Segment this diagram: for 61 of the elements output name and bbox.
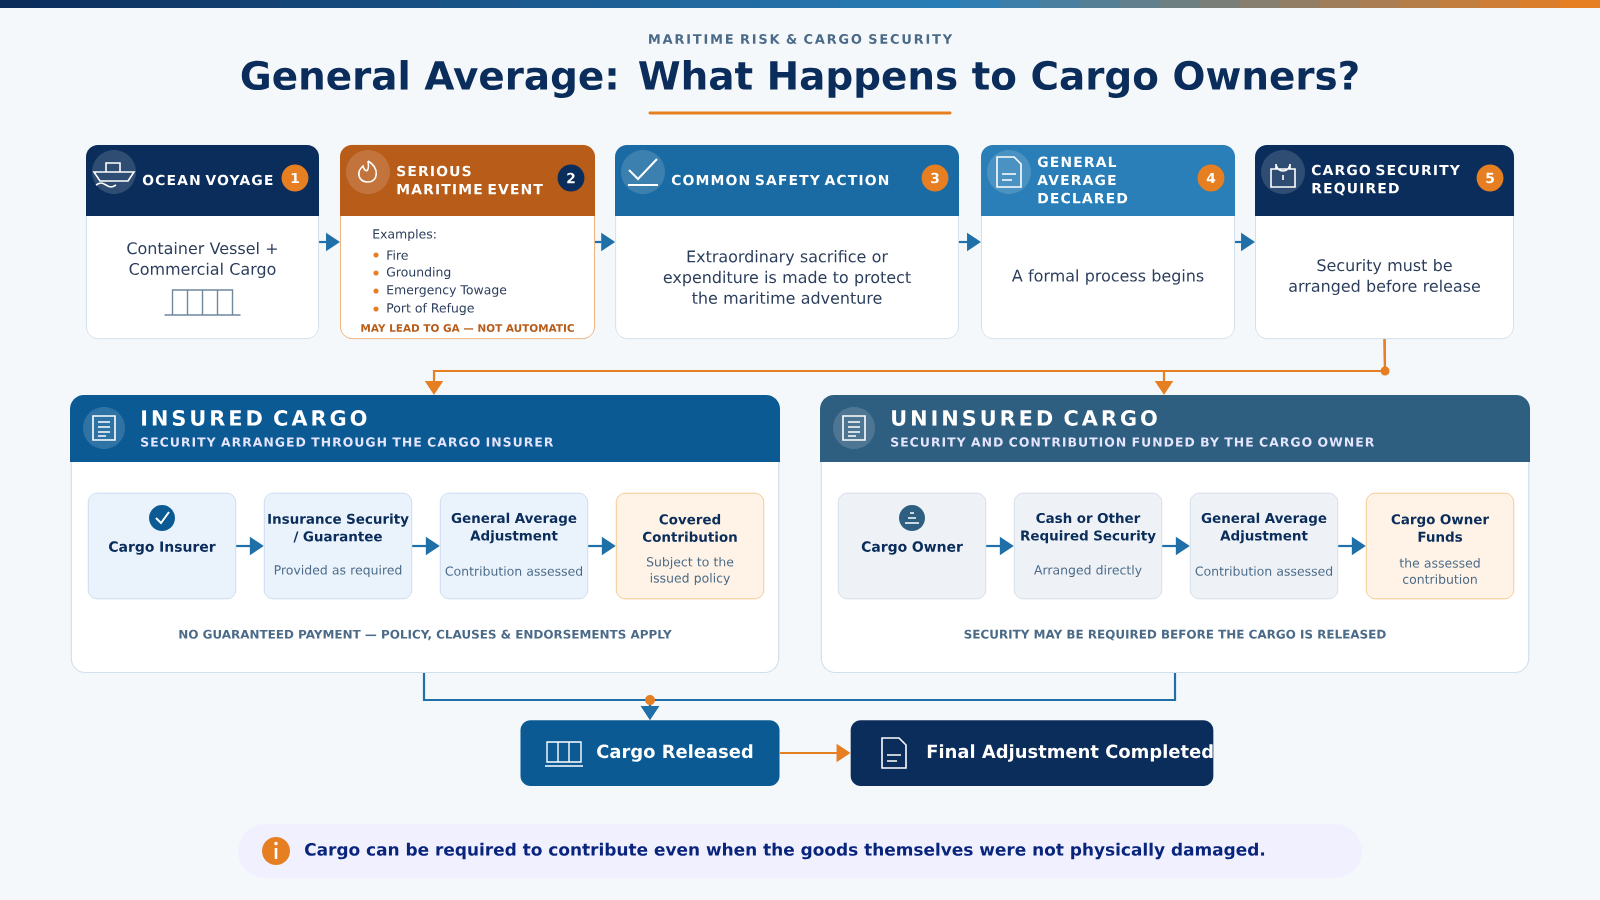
box-title: Insurance Security / Guarantee (268, 513, 409, 543)
step-box (1365, 492, 1515, 600)
step-box (1189, 492, 1339, 600)
bullet-item: Port of Refuge (373, 302, 474, 316)
step-card (615, 144, 959, 340)
step-box (87, 492, 237, 600)
box-text: Arranged directly (1034, 564, 1142, 578)
box-title: General Average Adjustment (451, 512, 577, 544)
box-text: Provided as required (274, 564, 402, 578)
panel-subtitle: SECURITY AND CONTRIBUTION FUNDED BY THE CARGO OWNER (891, 437, 1375, 447)
card-title: COMMON SAFETY ACTION (671, 174, 889, 186)
step-box (439, 492, 589, 600)
result-label: Final Adjustment Completed (927, 744, 1213, 762)
card-title: SERIOUS MARITIME EVENT (397, 165, 543, 195)
panel-title: UNINSURED CARGO (892, 410, 1157, 426)
box-title: Covered Contribution (642, 514, 737, 542)
card-text: Security must be arranged before release (1289, 258, 1480, 296)
step-badge: 5 (1476, 164, 1504, 192)
step-box (263, 492, 413, 600)
box-title: General Average Adjustment (1201, 512, 1327, 544)
info-banner (238, 824, 1362, 878)
panel-note: SECURITY MAY BE REQUIRED BEFORE THE CARGO IS RELEASED (964, 629, 1386, 641)
result-box (520, 720, 780, 786)
result-label: Cargo Released (597, 744, 753, 762)
box-title: Cargo Insurer (109, 541, 216, 555)
card-text: A formal process begins (1011, 269, 1204, 285)
step-badge: 2 (557, 164, 585, 192)
step-badge: 1 (281, 164, 309, 192)
box-text: Contribution assessed (1195, 566, 1333, 576)
bullet-item: Grounding (373, 266, 451, 280)
panel-note: NO GUARANTEED PAYMENT — POLICY, CLAUSES & ENDORSEMENTS APPLY (179, 629, 672, 641)
step-box (615, 492, 765, 600)
title: General Average: What Happens to Cargo Owners? (241, 60, 1358, 98)
box-text: Subject to the issued policy (646, 556, 734, 586)
step-badge: 3 (921, 164, 949, 192)
box-title: Cargo Owner (861, 541, 963, 555)
step-box (1013, 492, 1163, 600)
step-card (85, 144, 320, 340)
card-title: CARGO SECURITY REQUIRED (1311, 164, 1460, 196)
step-card (340, 144, 596, 340)
box-text: Contribution assessed (445, 566, 583, 576)
warning-note: MAY LEAD TO GA — NOT AUTOMATIC (361, 324, 574, 332)
step-card (981, 144, 1236, 340)
result-box (850, 720, 1214, 786)
step-box (837, 492, 987, 600)
card-text: Extraordinary sacrifice or expenditure is made to protect the maritime adventure (663, 250, 911, 304)
bullet-item: Emergency Towage (373, 285, 507, 297)
panel-title: INSURED CARGO (142, 410, 367, 426)
bullet-item: Fire (373, 250, 408, 260)
box-title: Cargo Owner Funds (1391, 514, 1490, 542)
box-title: Cash or Other Required Security (1021, 512, 1156, 544)
step-card (1255, 144, 1515, 340)
step-badge: 4 (1197, 164, 1225, 192)
info-text: Cargo can be required to contribute even when the goods themselves were not physically damaged. (305, 842, 1265, 860)
kicker: MARITIME RISK & CARGO SECURITY (649, 34, 953, 44)
card-text: Container Vessel + Commercial Cargo (127, 241, 277, 279)
list-heading: Examples: (373, 228, 436, 242)
card-title: OCEAN VOYAGE (142, 174, 273, 186)
box-text: the assessed contribution (1399, 558, 1480, 584)
panel-subtitle: SECURITY ARRANGED THROUGH THE CARGO INSURER (141, 437, 554, 447)
card-title: GENERAL AVERAGE DECLARED (1037, 156, 1128, 204)
